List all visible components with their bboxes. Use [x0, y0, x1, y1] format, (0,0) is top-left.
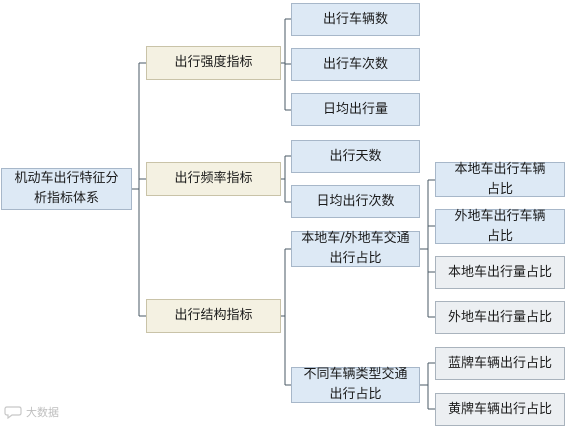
node-local-nonlocal-text: 本地车/外地车交通 出行占比 — [297, 229, 413, 269]
connector-local-nonlocal-children — [420, 179, 435, 318]
node-structure: 出行结构指标 — [146, 299, 281, 333]
node-yellow-plate-label: 黄牌车辆出行占比 — [447, 401, 552, 417]
node-daily-volume: 日均出行量 — [291, 93, 420, 126]
watermark: 大数据 — [4, 402, 124, 422]
node-structure-label: 出行结构指标 — [174, 308, 253, 323]
node-local-veh-line-2: 占比 — [486, 181, 513, 197]
node-local-veh: 本地车出行车辆 占比 — [435, 162, 565, 197]
watermark-text: 大数据 — [26, 406, 59, 419]
node-local-veh-line-1: 本地车出行车辆 — [454, 161, 546, 177]
node-root-line-2: 析指标体系 — [33, 191, 99, 206]
node-local-nonlocal-line-1: 本地车/外地车交通 — [301, 231, 410, 246]
speech-bubble-icon — [4, 406, 22, 419]
connector-frequency-children — [281, 155, 291, 203]
node-nonlocal-volume: 外地车出行量占比 — [435, 301, 565, 334]
node-local-nonlocal: 本地车/外地车交通 出行占比 — [291, 231, 420, 267]
node-local-veh-text: 本地车出行车辆 占比 — [450, 160, 549, 200]
node-nonlocal-veh: 外地车出行车辆 占比 — [435, 209, 565, 244]
node-yellow-plate: 黄牌车辆出行占比 — [435, 393, 565, 426]
node-daily-volume-label: 日均出行量 — [322, 101, 388, 117]
node-nonlocal-veh-line-1: 外地车出行车辆 — [454, 208, 546, 224]
node-root-text: 机动车出行特征分析指标体系 — [10, 169, 122, 209]
node-nonlocal-veh-text: 外地车出行车辆 占比 — [450, 207, 549, 247]
node-vehicle-type-line-1: 不同车辆类型交通 — [303, 367, 408, 382]
node-trip-days: 出行天数 — [291, 140, 420, 173]
node-intensity: 出行强度指标 — [146, 46, 281, 80]
node-vehicle-type-text: 不同车辆类型交通 出行占比 — [299, 365, 411, 405]
node-local-volume-label: 本地车出行量占比 — [447, 264, 552, 280]
connector-vehicle-type-children — [420, 362, 435, 410]
node-daily-trips: 日均出行次数 — [291, 185, 420, 218]
node-frequency: 出行频率指标 — [146, 162, 281, 196]
node-blue-plate: 蓝牌车辆出行占比 — [435, 347, 565, 380]
node-veh-count-label: 出行车辆数 — [322, 11, 388, 27]
node-vehicle-type-line-2: 出行占比 — [329, 387, 382, 402]
node-veh-count: 出行车辆数 — [291, 3, 420, 36]
node-local-volume: 本地车出行量占比 — [435, 256, 565, 289]
node-root: 机动车出行特征分析指标体系 — [1, 168, 132, 210]
node-intensity-label: 出行强度指标 — [174, 55, 253, 70]
node-nonlocal-volume-label: 外地车出行量占比 — [447, 309, 552, 325]
node-vehicle-type: 不同车辆类型交通 出行占比 — [291, 367, 420, 403]
node-local-nonlocal-line-2: 出行占比 — [329, 251, 382, 266]
connector-intensity-children — [281, 18, 291, 111]
node-root-line-1: 机动车出行特征分 — [14, 171, 119, 186]
node-trip-count-label: 出行车次数 — [322, 56, 388, 72]
node-trip-days-label: 出行天数 — [329, 148, 382, 164]
node-trip-count: 出行车次数 — [291, 48, 420, 81]
node-daily-trips-label: 日均出行次数 — [316, 193, 395, 209]
node-blue-plate-label: 蓝牌车辆出行占比 — [447, 355, 552, 371]
connector-structure-children — [281, 248, 291, 386]
node-frequency-label: 出行频率指标 — [174, 171, 253, 186]
connector-root-to-level2 — [132, 62, 146, 317]
node-nonlocal-veh-line-2: 占比 — [486, 228, 513, 244]
